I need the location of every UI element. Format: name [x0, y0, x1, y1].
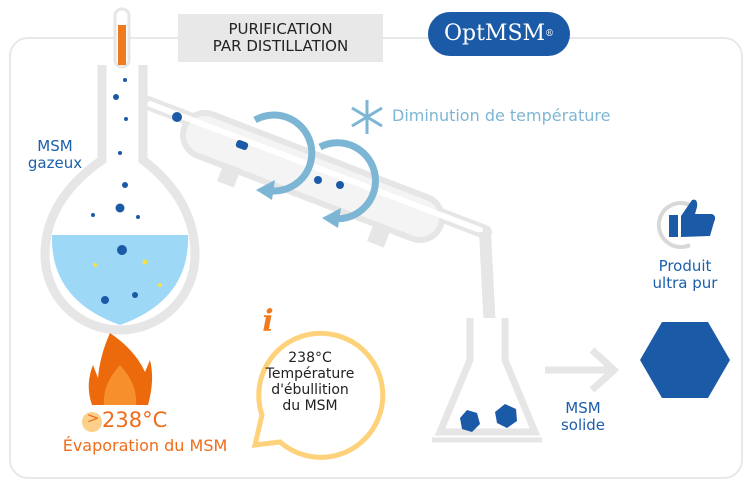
greater-than-symbol: > [86, 409, 100, 427]
crystal [495, 404, 517, 428]
gas-label: MSM gazeux [20, 137, 90, 173]
evaporation-temperature: 238°C [102, 408, 168, 432]
liquid [51, 235, 189, 325]
cooling-label: Diminution de température [392, 106, 611, 125]
gas-label-line-2: gazeux [27, 154, 83, 173]
greater-than-badge [82, 412, 102, 432]
info-line-4: du MSM [282, 398, 338, 415]
round-flask [40, 65, 200, 335]
page-title: PURIFICATION PAR DISTILLATION [178, 14, 383, 62]
crystal [460, 410, 480, 432]
info-bubble-text: 238°C Température d'ébullition du MSM [250, 350, 370, 414]
info-line-1: 238°C [288, 350, 332, 366]
solid-label-line-1: MSM [565, 399, 601, 417]
solid-label: MSM solide [548, 399, 618, 435]
info-icon: i [262, 304, 274, 339]
snowflake-icon [351, 100, 383, 134]
optmsm-logo: OptMSM® [428, 12, 570, 56]
title-line-1: PURIFICATION [228, 19, 333, 38]
evaporation-label: Évaporation du MSM [62, 436, 228, 455]
flame-icon [88, 333, 153, 405]
info-line-3: d'ébullition [271, 382, 349, 399]
thumbs-up-icon [656, 199, 716, 249]
title-line-2: PAR DISTILLATION [212, 37, 349, 55]
arrow-right-icon [545, 347, 620, 393]
thermometer-icon [113, 7, 131, 69]
pure-crystal-hexagon [640, 322, 730, 398]
product-label-line-1: Produit [658, 257, 712, 275]
erlenmeyer-flask [432, 318, 542, 443]
logo-text: OptMSM [443, 21, 546, 47]
gas-label-line-1: MSM [37, 137, 73, 155]
solid-label-line-2: solide [560, 416, 606, 435]
cooling-arrows-icon [253, 111, 379, 228]
info-bubble [251, 330, 386, 460]
product-label-line-2: ultra pur [652, 274, 718, 293]
info-line-2: Température [265, 366, 355, 383]
condenser [133, 93, 496, 331]
product-label: Produit ultra pur [640, 257, 730, 293]
logo-mark: ® [545, 28, 555, 39]
